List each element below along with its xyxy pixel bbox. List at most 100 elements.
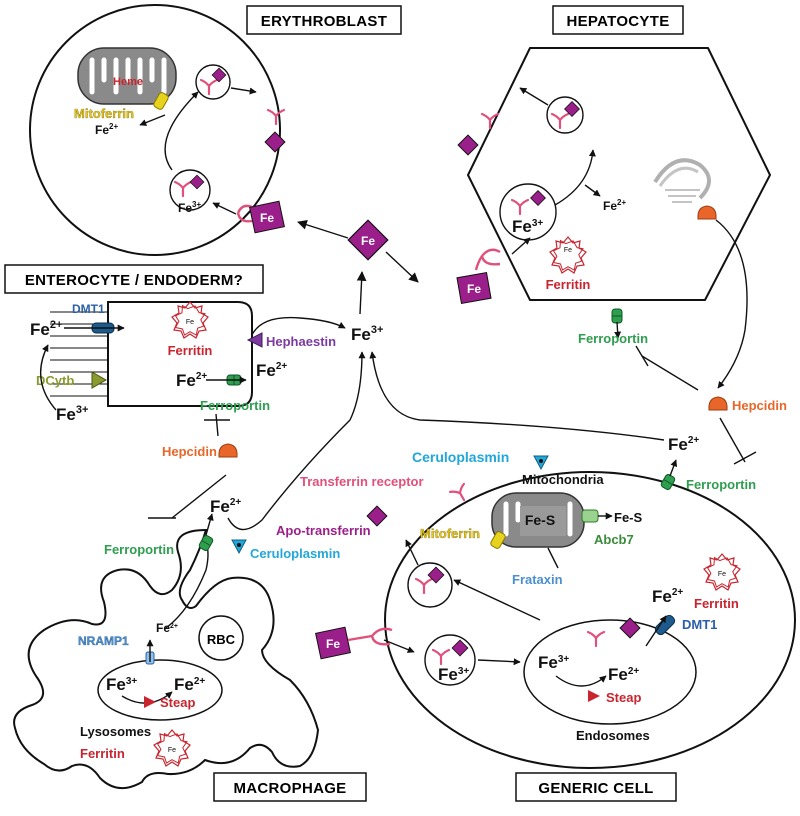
- transferrin-receptor-label: Transferrin receptor: [300, 474, 424, 489]
- transferrin-fe-label: Fe: [260, 211, 274, 225]
- mitoferrin-label: Mitoferrin: [74, 106, 134, 121]
- macrophage-cell: RBC Fe3+ Fe2+ Steap Lysosomes NRAMP1 Fe2…: [13, 351, 366, 789]
- generic-ceruloplasmin-label: Ceruloplasmin: [412, 449, 509, 465]
- hephaestin-icon: [246, 332, 263, 348]
- enterocyte-fe2-b: Fe2+: [256, 361, 287, 380]
- abcb7-label: Abcb7: [594, 532, 634, 547]
- erythroblast-title-text: ERYTHROBLAST: [261, 13, 387, 30]
- center-fe-label: Fe: [361, 234, 375, 248]
- golgi-icon: [653, 158, 711, 203]
- macrophage-fe2-lys: Fe2+: [174, 675, 205, 694]
- hepatocyte-title-text: HEPATOCYTE: [566, 13, 669, 30]
- frataxin-label: Frataxin: [512, 572, 563, 587]
- macrophage-title-text: MACROPHAGE: [233, 780, 346, 797]
- macrophage-title: MACROPHAGE: [213, 772, 367, 802]
- generic-dmt1-label: DMT1: [682, 617, 717, 632]
- enterocyte-ferroportin-label: Ferroportin: [200, 398, 270, 413]
- generic-fe3-vesicle: Fe3+: [438, 665, 469, 684]
- fes-out-label: Fe-S: [614, 510, 643, 525]
- erythroblast-mitochondrion: Heme: [77, 47, 177, 105]
- hepatocyte-receptor-complex: Fe: [456, 248, 501, 304]
- generic-mitochondrion: Fe-S: [491, 492, 585, 548]
- erythroblast-fe3: Fe3+: [178, 200, 201, 215]
- enterocyte-ferritin-label: Ferritin: [168, 343, 213, 358]
- generic-mitoferrin-label: Mitoferrin: [420, 526, 480, 541]
- mitochondria-label: Mitochondria: [522, 472, 604, 487]
- steap-icon: [144, 696, 156, 708]
- macrophage-steap-label: Steap: [160, 695, 195, 710]
- enterocyte-cell: DMT1 Fe2+ DCytb Fe3+ Fe Ferritin Fe2+ Fe…: [30, 300, 346, 437]
- steap-icon: [588, 690, 600, 702]
- nramp1-label: NRAMP1: [78, 634, 129, 648]
- ferroportin-icon: [197, 533, 215, 553]
- macrophage-ferroportin-label: Ferroportin: [104, 542, 174, 557]
- hepcidin-hepatocyte: Hepcidin: [708, 396, 787, 413]
- erythroblast-receptor-complex: Fe: [236, 200, 285, 234]
- erythroblast-cell: Heme Mitoferrin Fe2+ Fe3+ Fe: [29, 4, 286, 256]
- receptor-released-icon: [266, 108, 286, 126]
- enterocyte-title-text: ENTEROCYTE / ENDODERM?: [25, 272, 243, 289]
- dmt1-label: DMT1: [72, 302, 105, 316]
- dcytb-icon: [91, 371, 108, 389]
- hepatocyte-cell: Fe3+ Fe2+ Fe Ferritin Fe Ferroportin: [456, 47, 771, 391]
- hepcidin-enterocyte: Hepcidin: [162, 443, 238, 459]
- macrophage-ceruloplasmin-label: Ceruloplasmin: [250, 546, 340, 561]
- generic-steap-label: Steap: [606, 690, 641, 705]
- abcb7-icon: [581, 509, 599, 523]
- hepcidin-icon: [218, 443, 238, 458]
- generic-vesicle-top: [407, 562, 453, 608]
- enterocyte-fe2-a: Fe2+: [176, 371, 207, 390]
- hepcidin-icon: [708, 396, 728, 411]
- hepcidin-icon: [697, 205, 717, 220]
- enterocyte-title: ENTEROCYTE / ENDODERM?: [4, 264, 264, 294]
- hepatocyte-fe3: Fe3+: [512, 217, 543, 236]
- hepatocyte-fe2: Fe2+: [603, 198, 626, 213]
- lysosomes-label: Lysosomes: [80, 724, 151, 739]
- macrophage-fe3: Fe3+: [106, 675, 137, 694]
- enterocyte-ferritin-fe: Fe: [186, 319, 194, 326]
- macrophage-fe2-small: Fe2+: [156, 621, 178, 635]
- apo-transferrin-label: Apo-transferrin: [276, 523, 371, 538]
- receptor-released-icon: [480, 112, 500, 130]
- hepatocyte-title: HEPATOCYTE: [552, 5, 684, 35]
- enterocyte-fe3-out: Fe3+: [56, 404, 88, 424]
- enterocyte-hepcidin-label: Hepcidin: [162, 444, 217, 459]
- generic-ferroportin-label: Ferroportin: [686, 477, 756, 492]
- macrophage-ferritin-fe: Fe: [168, 747, 176, 754]
- generic-cell-title: GENERIC CELL: [515, 772, 677, 802]
- transferrin-icon: [457, 134, 479, 156]
- erythroblast-title: ERYTHROBLAST: [246, 5, 402, 35]
- rbc-label: RBC: [207, 632, 236, 647]
- macrophage-ferritin-label: Ferritin: [80, 746, 125, 761]
- rbc-icon: [198, 615, 244, 661]
- generic-receptor-complex: Fe: [315, 626, 393, 660]
- macrophage-fe2: Fe2+: [210, 497, 241, 516]
- endosome: [523, 619, 697, 725]
- center-fe3: Fe3+: [351, 324, 383, 344]
- generic-transferrin-fe: Fe: [326, 637, 340, 651]
- generic-ferritin-label: Ferritin: [694, 596, 739, 611]
- endosomes-label: Endosomes: [576, 728, 650, 743]
- transferrin-icon: [264, 131, 286, 153]
- fes-in-label: Fe-S: [525, 512, 555, 528]
- hepatocyte-ferritin-label: Ferritin: [546, 277, 591, 292]
- hepatocyte-ferritin-fe: Fe: [564, 247, 572, 254]
- hepatocyte-transferrin-fe: Fe: [467, 282, 481, 296]
- generic-ferritin-fe: Fe: [718, 571, 726, 578]
- hepatocyte-ferroportin-label: Ferroportin: [578, 331, 648, 346]
- ferroportin-icon: [611, 308, 623, 324]
- enterocyte-fe2-in: Fe2+: [30, 319, 62, 339]
- hephaestin-label: Hephaestin: [266, 334, 336, 349]
- generic-fe3-endo: Fe3+: [538, 653, 569, 672]
- ferroportin-icon: [659, 472, 677, 492]
- ferritin-icon: [547, 235, 588, 276]
- dcytb-label: DCytb: [36, 373, 74, 388]
- erythroblast-fe2: Fe2+: [95, 122, 118, 137]
- generic-fe2-dmt: Fe2+: [652, 587, 683, 606]
- generic-cell-title-text: GENERIC CELL: [538, 780, 653, 797]
- lysosome: [97, 659, 223, 721]
- generic-cell: Ceruloplasmin Mitochondria Fe2+ Ferropor…: [276, 351, 796, 769]
- hepatocyte-hepcidin-label: Hepcidin: [732, 398, 787, 413]
- generic-fe2-top: Fe2+: [668, 435, 699, 454]
